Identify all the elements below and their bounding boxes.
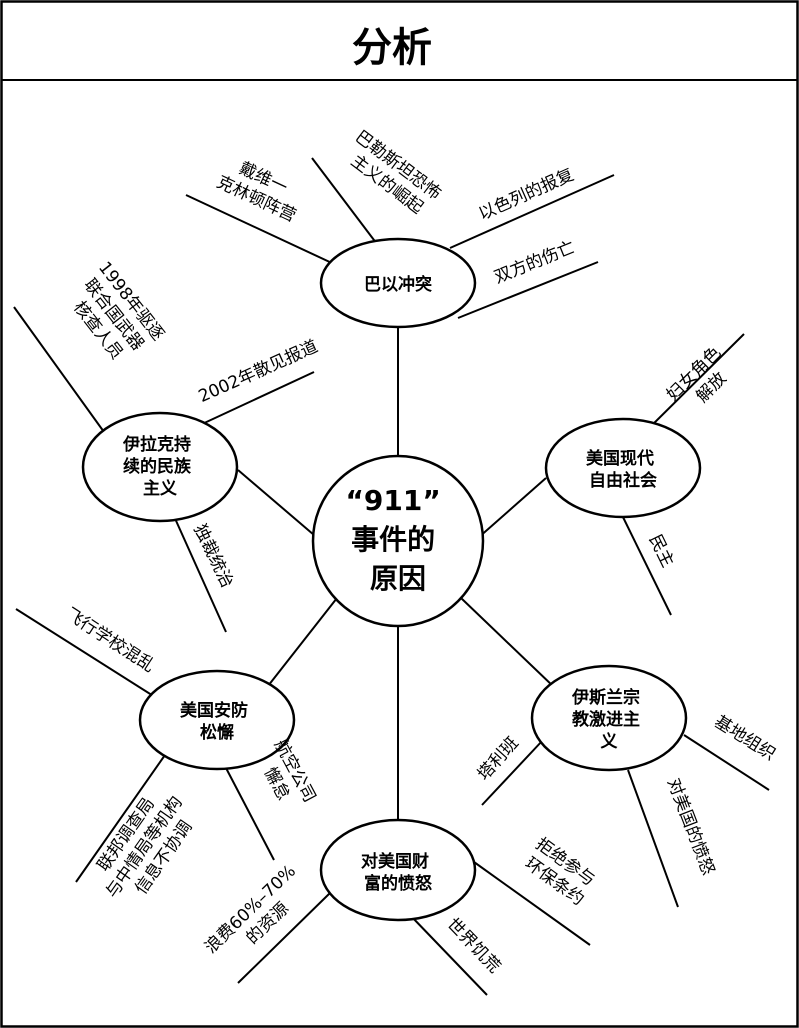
svg-text:1998年驱逐 联合国武器 核查人员: 1998年驱逐 联合国武器 核查人员: [59, 258, 171, 376]
node-security-label: 美国安防 松懈: [180, 700, 254, 743]
svg-text:浪费60%–70% 的资源: 浪费60%–70% 的资源: [201, 858, 319, 974]
svg-text:飞行学校混乱: 飞行学校混乱: [62, 604, 158, 676]
leaf-line-fbi: [75, 754, 166, 883]
leaf-line-inspectors: [13, 306, 105, 433]
svg-text:基地组织: 基地组织: [711, 712, 779, 765]
leaf-line-report: [199, 371, 315, 426]
node-bayi-label: 巴以冲突: [364, 274, 432, 295]
leaf-women: 妇女角色 解放: [663, 339, 745, 421]
node-iraq: [81, 411, 239, 523]
node-iraq-line-2: 续的民族: [123, 456, 192, 477]
node-wealth-label: 对美国财 富的愤怒: [361, 851, 435, 894]
node-wealth: [319, 818, 477, 922]
leaf-famine: 世界饥荒: [443, 914, 505, 977]
leaf-line-famine: [409, 914, 488, 996]
leaf-line-david: [185, 194, 335, 265]
node-security-line-2: 松懈: [200, 722, 234, 743]
svg-text:对美国的愤怒: 对美国的愤怒: [663, 776, 718, 878]
spoke-security: [267, 597, 338, 687]
leaf-line-dictator: [172, 513, 227, 633]
center-label: “911” 事件的 原因: [345, 484, 450, 595]
leaf-line-revenge: [449, 174, 615, 249]
node-security-line-1: 美国安防: [180, 700, 248, 721]
node-iraq-line-1: 伊拉克持: [122, 434, 191, 455]
leaf-report: 2002年散见报道: [196, 337, 321, 407]
svg-text:民主: 民主: [645, 531, 678, 570]
svg-text:拒绝参与 环保条约: 拒绝参与 环保条约: [519, 834, 603, 911]
svg-text:2002年散见报道: 2002年散见报道: [196, 337, 321, 407]
node-society-label: 美国现代 自由社会: [586, 448, 660, 491]
leaf-line-kyoto: [473, 861, 591, 946]
leaf-line-flight-school: [15, 608, 167, 705]
leaf-casualties: 双方的伤亡: [491, 237, 577, 287]
svg-text:塔利班: 塔利班: [474, 733, 523, 784]
spoke-iraq: [237, 469, 315, 536]
center-circle: [311, 454, 485, 628]
leaf-line-democracy: [619, 510, 672, 616]
leaf-taliban: 塔利班: [474, 733, 523, 784]
spoke-society: [477, 477, 547, 539]
leaf-line-airline: [225, 767, 275, 861]
leaf-palestine: 巴勒斯坦恐怖 主义的崛起: [338, 127, 449, 225]
node-wealth-line-2: 富的愤怒: [364, 873, 432, 894]
center-line-2: 事件的: [351, 523, 435, 556]
svg-text:世界饥荒: 世界饥荒: [443, 914, 505, 977]
node-islam-label: 伊斯兰宗 教激进主 义: [571, 687, 646, 752]
leaf-line-waste: [237, 892, 331, 984]
leaf-line-casualties: [457, 261, 599, 319]
leaf-kyoto: 拒绝参与 环保条约: [519, 834, 603, 911]
leaf-democracy: 民主: [645, 531, 678, 570]
leaf-base: 基地组织: [711, 712, 779, 765]
node-bayi: [319, 237, 477, 329]
node-society: [544, 417, 702, 519]
leaf-line-anger: [627, 769, 679, 908]
leaf-dictator: 独裁统治: [189, 521, 237, 591]
node-society-line-2: 自由社会: [589, 470, 657, 491]
node-society-line-1: 美国现代: [586, 448, 654, 469]
page-title: 分析: [352, 25, 432, 71]
leaf-waste: 浪费60%–70% 的资源: [201, 858, 319, 974]
leaf-line-base: [683, 734, 770, 791]
svg-text:双方的伤亡: 双方的伤亡: [491, 237, 577, 287]
leaf-line-taliban: [481, 739, 544, 806]
node-islam-line-3: 义: [601, 731, 618, 752]
node-islam-line-2: 教激进主: [571, 709, 640, 730]
leaf-revenge: 以色列的报复: [476, 165, 577, 225]
node-islam-line-1: 伊斯兰宗: [571, 687, 640, 708]
node-iraq-line-3: 主义: [143, 478, 177, 499]
svg-text:妇女角色 解放: 妇女角色 解放: [663, 339, 745, 421]
leaf-line-women: [639, 333, 745, 438]
leaf-line-palestine: [311, 157, 381, 249]
svg-text:巴勒斯坦恐怖 主义的崛起: 巴勒斯坦恐怖 主义的崛起: [338, 127, 449, 225]
svg-text:以色列的报复: 以色列的报复: [476, 165, 577, 225]
node-bayi-line-1: 巴以冲突: [364, 274, 432, 295]
node-security: [138, 669, 296, 771]
leaf-inspectors: 1998年驱逐 联合国武器 核查人员: [59, 258, 171, 376]
center-line-1: “911”: [345, 484, 440, 517]
leaf-anger: 对美国的愤怒: [663, 776, 718, 878]
center-line-3: 原因: [370, 562, 426, 595]
leaf-flight-school: 飞行学校混乱: [62, 604, 158, 676]
node-iraq-label: 伊拉克持 续的民族 主义: [122, 434, 197, 499]
node-islam: [530, 664, 688, 772]
node-wealth-line-1: 对美国财: [361, 851, 429, 872]
svg-text:独裁统治: 独裁统治: [189, 521, 237, 591]
spoke-islam: [460, 597, 556, 689]
